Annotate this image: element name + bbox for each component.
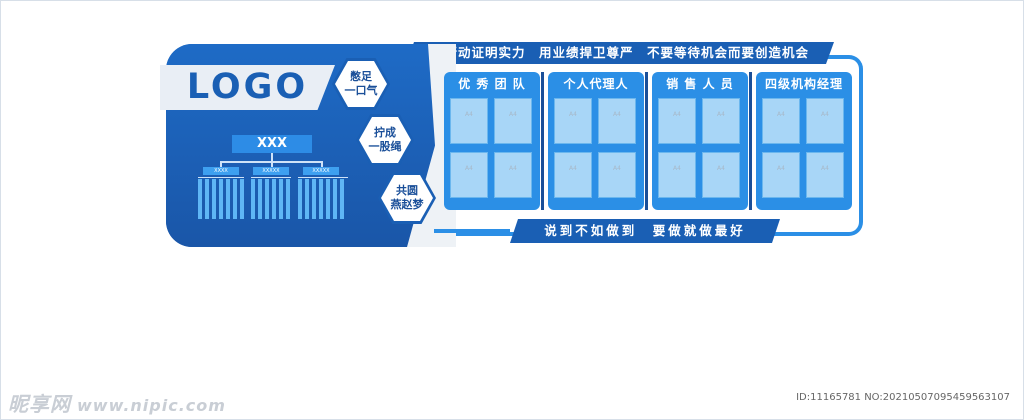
org-connector [271,153,273,162]
board-title: 个人代理人 [563,77,629,91]
org-leaf [212,179,216,219]
org-chart-root: XXX [232,135,312,153]
board-level4-manager: 四级机构经理 A4 A4 A4 A4 [756,72,852,210]
org-leaf [226,179,230,219]
org-leaf [272,179,276,219]
org-connector [321,161,323,167]
org-leaf [251,179,255,219]
org-connector [251,177,291,178]
org-leaf [219,179,223,219]
org-leaf [198,179,202,219]
hex-badge-2-line1: 拧成 [374,126,396,139]
hex-badge-2-text: 拧成 一股绳 [359,117,411,163]
a4-slot: A4 [598,98,636,144]
watermark-url: www.nipic.com [77,396,226,415]
org-branch-1: XXXX [203,167,239,175]
org-leaf [286,179,290,219]
org-leaf [298,179,302,219]
a4-slot: A4 [702,152,740,198]
watermark-brand-name: 昵享网 [8,392,71,416]
org-branch-3: XXXXX [303,167,339,175]
board-separator [541,72,544,210]
org-leaf [326,179,330,219]
org-connector [271,161,273,167]
hex-badge-1-text: 憋足 一口气 [335,61,387,107]
org-leaf [312,179,316,219]
a4-slot: A4 [554,98,592,144]
a4-slot: A4 [806,152,844,198]
org-leaf [240,179,244,219]
board-title: 销 售 人 员 [666,77,734,91]
org-leaf [205,179,209,219]
org-connector [198,177,244,178]
hex-badge-3-line2: 燕赵梦 [390,198,424,211]
org-leaf [265,179,269,219]
org-leaf [258,179,262,219]
board-excellent-team: 优 秀 团 队 A4 A4 A4 A4 [444,72,540,210]
footer-slogan: 说到不如做到 要做就做最好 [510,219,780,243]
board-sales-staff: 销 售 人 员 A4 A4 A4 A4 [652,72,748,210]
board-individual-agent: 个人代理人 A4 A4 A4 A4 [548,72,644,210]
hex-badge-1-line1: 憋足 [350,70,372,83]
org-leaf [340,179,344,219]
footer-accent-bar [434,229,510,233]
a4-slot: A4 [658,98,696,144]
board-separator [749,72,752,210]
a4-slot: A4 [554,152,592,198]
board-separator [645,72,648,210]
a4-slot: A4 [762,98,800,144]
a4-slot: A4 [494,152,532,198]
logo-badge: LOGO [160,65,335,110]
header-slogan: 用行动证明实力 用业绩捍卫尊严 不要等待机会而要创造机会 [406,42,834,64]
hex-badge-3-text: 共圆 燕赵梦 [381,175,433,221]
hex-badge-2-line2: 一股绳 [368,140,402,153]
a4-slot: A4 [598,152,636,198]
org-leaf [333,179,337,219]
org-connector [298,177,348,178]
org-leaf [319,179,323,219]
org-connector [220,161,222,167]
a4-slot: A4 [702,98,740,144]
org-leaf [233,179,237,219]
hex-badge-3-line1: 共圆 [396,184,418,197]
watermark-brand: 昵享网 www.nipic.com [8,388,226,417]
a4-slot: A4 [658,152,696,198]
hex-badge-1-line2: 一口气 [344,84,378,97]
a4-slot: A4 [806,98,844,144]
a4-slot: A4 [494,98,532,144]
org-branch-2: XXXXX [253,167,289,175]
a4-slot: A4 [450,98,488,144]
board-title: 四级机构经理 [764,77,843,91]
org-leaf [279,179,283,219]
a4-slot: A4 [762,152,800,198]
org-leaf [305,179,309,219]
board-title: 优 秀 团 队 [458,77,526,91]
a4-slot: A4 [450,152,488,198]
watermark-id: ID:11165781 NO:20210507095459563107 [796,392,1010,403]
